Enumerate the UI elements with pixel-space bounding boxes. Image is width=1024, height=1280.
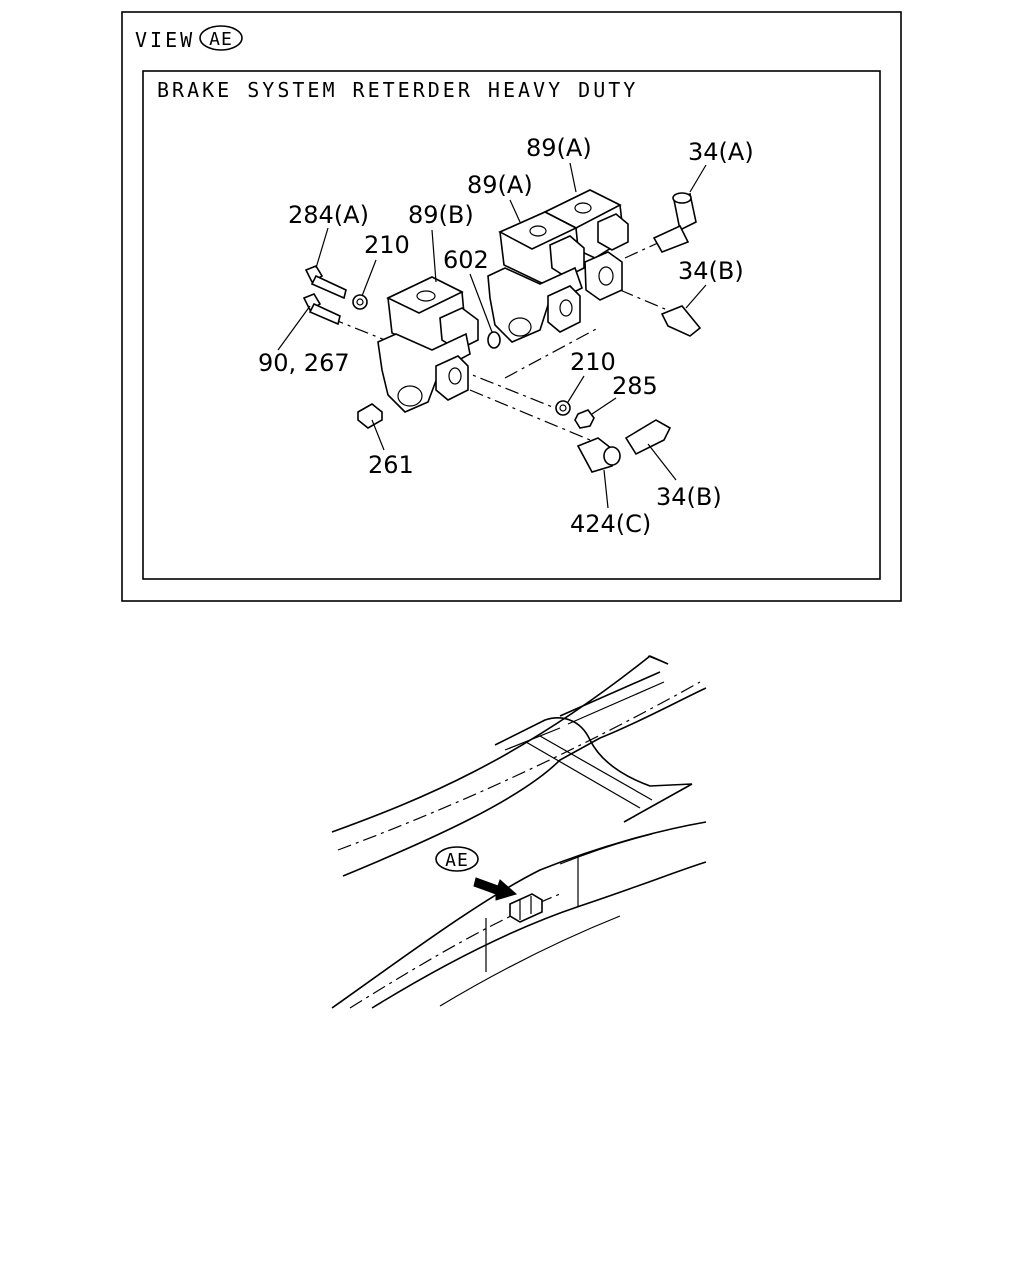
valve-89a-middle (487, 211, 585, 343)
bolt-90-267 (302, 293, 341, 326)
callout-284a: 284(A) (288, 201, 369, 229)
callout-424c: 424(C) (570, 510, 651, 538)
fitting-34b-lower (624, 419, 672, 456)
washer-210-top (352, 294, 368, 310)
plug-261 (357, 403, 383, 429)
elbow-424c (576, 437, 621, 473)
callout-89a-middle: 89(A) (467, 171, 533, 199)
callout-602: 602 (443, 246, 489, 274)
chassis-frame-drawing (331, 655, 707, 1009)
callout-34a: 34(A) (688, 138, 754, 166)
fitting-34a (652, 192, 697, 253)
view-badge: AE (209, 29, 233, 50)
callout-89a-top: 89(A) (526, 134, 592, 162)
nut-285 (574, 409, 595, 429)
centerline-valve (504, 327, 599, 379)
callout-34b-top: 34(B) (678, 257, 744, 285)
centerline-34a (624, 241, 661, 259)
centerline-34b (619, 289, 673, 313)
inner-frame (142, 70, 881, 580)
view-badge-ellipse (199, 25, 243, 51)
callout-285: 285 (612, 372, 658, 400)
callout-210-bottom: 210 (570, 348, 616, 376)
valve-89b-front (377, 276, 479, 413)
washer-210-bottom (555, 400, 571, 416)
diagram-title: BRAKE SYSTEM RETERDER HEAVY DUTY (157, 78, 638, 102)
callout-210-top: 210 (364, 231, 410, 259)
location-badge-ellipse (435, 846, 479, 872)
callout-89b: 89(B) (408, 201, 474, 229)
outer-frame (121, 11, 902, 602)
location-arrow (473, 877, 518, 901)
callout-90-267: 90, 267 (258, 349, 350, 377)
view-prefix: VIEW (135, 28, 195, 52)
location-badge: AE (445, 850, 469, 871)
fitting-34b-right (660, 305, 702, 337)
bolt-284a (304, 265, 347, 300)
callout-34b-bottom: 34(B) (656, 483, 722, 511)
callout-261: 261 (368, 451, 414, 479)
oring-602 (487, 331, 501, 349)
centerline-elbow (469, 389, 591, 441)
